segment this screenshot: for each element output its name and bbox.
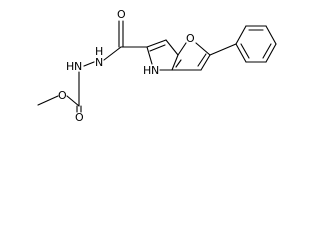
pyrrole-h-label: H [143,64,151,77]
bond-phenyl-inner-3 [240,43,250,59]
bond-phenyl-inner-2 [262,43,272,59]
hydrazide-h1-label: H [66,60,74,73]
bond-furan-phenyl [209,43,237,56]
bond-n-n [83,61,95,67]
bond-furan-c2-c3 [200,54,211,71]
bond-furan-o-c2 [195,42,211,56]
structure-diagram: O O N H N H H N O O [37,8,277,124]
bonds [37,20,277,113]
bond-phenyl-1 [235,25,247,45]
ester-carbonyl-oxygen-label: O [75,111,84,124]
bond-pyrrole-c5-c6-double [149,44,166,52]
pyrrole-n-label: N [151,64,159,77]
bond-phenyl-3 [265,25,277,45]
hydrazide-n1-label: N [74,60,82,73]
bond-fusion-double [175,59,182,68]
bond-methyl-ester-oxygen [37,95,59,106]
bond-fusion [171,54,179,71]
bond-furan-c2-c3-double [197,53,207,67]
bond-ester-oxygen-carbon [66,95,80,107]
bond-pyrrole-c5-n [146,46,153,65]
bond-n-amide-carbon [103,46,122,61]
furan-oxygen-label: O [186,32,195,45]
hydrazide-n2-label: N [95,56,103,69]
hydrazide-h2-label: H [95,45,103,58]
bond-phenyl-6 [235,43,247,63]
bond-furan-c6a-o [177,42,187,56]
amide-oxygen-label: O [117,8,126,21]
ester-oxygen-label: O [58,89,67,102]
bond-phenyl-4 [265,43,277,63]
bond-pyrrole-c5-c6 [146,39,167,48]
atom-labels: O O N H N H H N O O [58,8,195,124]
bond-pyrrole-c6-c6a [165,39,179,56]
